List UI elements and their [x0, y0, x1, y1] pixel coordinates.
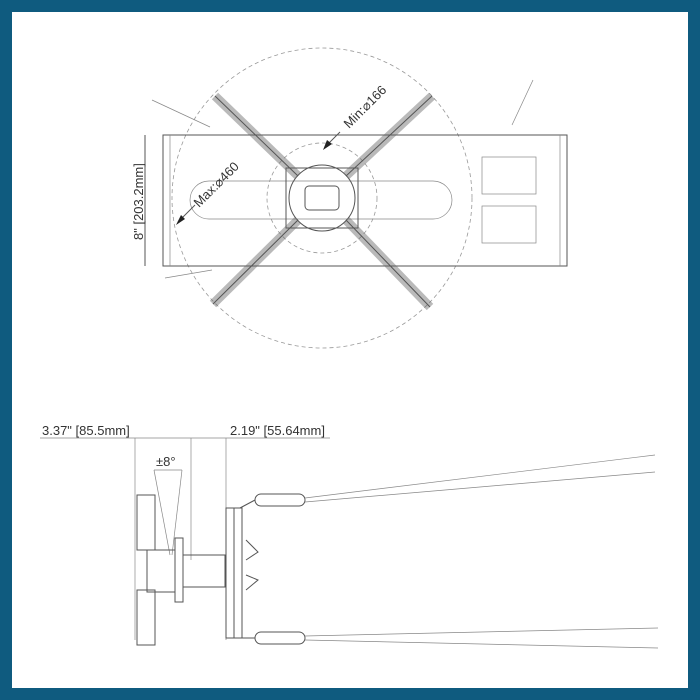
side-view: 3.37" [85.5mm] 2.19" [55.64mm] ±8° [40, 423, 659, 649]
ceiling-plate-side [225, 507, 235, 639]
depth-label-1: 3.37" [85.5mm] [42, 423, 130, 438]
min-diameter-label: Min:⌀166 [341, 82, 390, 131]
min-diameter-circle [266, 142, 378, 254]
turnbuckle-lower [254, 631, 306, 645]
turnbuckle-upper [254, 493, 306, 507]
adapter-plate [285, 167, 359, 229]
top-view: 8" [203.2mm] Max:⌀460 Min:⌀166 [131, 47, 568, 349]
suspension-cables [304, 454, 659, 649]
ceiling-plate [162, 134, 568, 267]
safety-cables [151, 79, 534, 279]
max-diameter-circle [171, 47, 473, 349]
tilt-label: ±8° [156, 454, 176, 469]
extension-pole [182, 554, 226, 588]
slot [189, 180, 453, 220]
depth-label-2: 2.19" [55.64mm] [230, 423, 325, 438]
height-label: 8" [203.2mm] [131, 163, 146, 240]
cutout-1 [481, 156, 537, 195]
cutout-2 [481, 205, 537, 244]
arm-lower [136, 589, 156, 646]
drawing-canvas [12, 12, 688, 688]
arm-upper [136, 494, 156, 551]
